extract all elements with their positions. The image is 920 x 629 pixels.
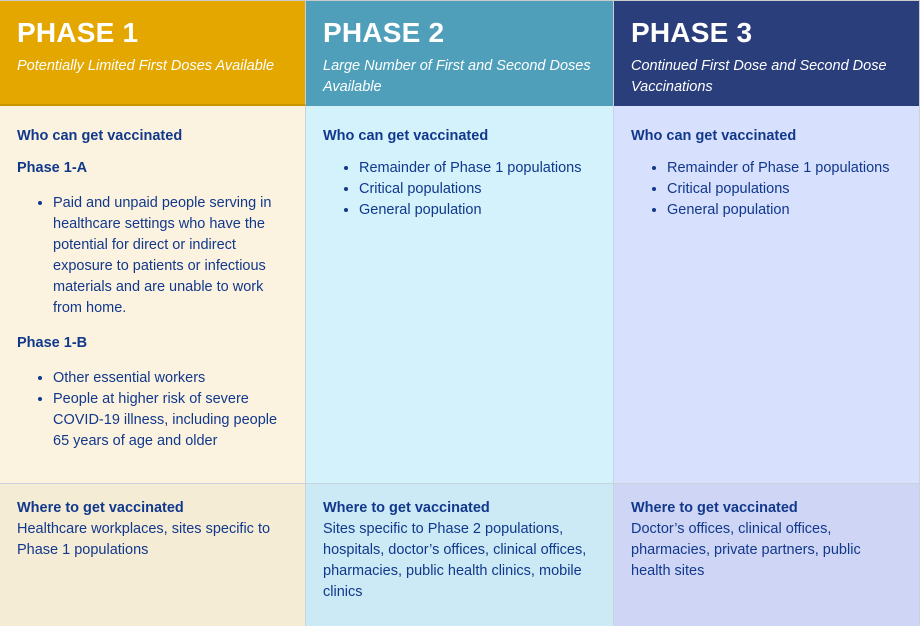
phase-title: PHASE 2 (323, 17, 445, 48)
phase-3-header: PHASE 3 Continued First Dose and Second … (614, 1, 920, 106)
phase-subtitle: Large Number of First and Second Doses A… (323, 58, 591, 95)
group-name: Phase 1-B (17, 335, 88, 351)
who-label: Who can get vaccinated (17, 128, 183, 144)
phase-3-where: Where to get vaccinated Doctor’s offices… (614, 483, 920, 626)
list-item: Critical populations (667, 179, 902, 200)
group-name: Phase 1-A (17, 160, 88, 176)
where-label: Where to get vaccinated (323, 500, 490, 516)
phase-1-header: PHASE 1 Potentially Limited First Doses … (0, 1, 306, 106)
phase-1-who: Who can get vaccinated Phase 1-A Paid an… (0, 106, 306, 483)
phase-2-who: Who can get vaccinated Remainder of Phas… (306, 106, 614, 483)
phase-3-who: Who can get vaccinated Remainder of Phas… (614, 106, 920, 483)
where-text: Sites specific to Phase 2 populations, h… (323, 521, 587, 600)
list-item: Other essential workers (53, 368, 288, 389)
list-item: Remainder of Phase 1 populations (667, 158, 902, 179)
who-label: Who can get vaccinated (631, 128, 797, 144)
phase-2-header: PHASE 2 Large Number of First and Second… (306, 1, 614, 106)
phase-1-where: Where to get vaccinated Healthcare workp… (0, 483, 306, 626)
who-list: Remainder of Phase 1 populations Critica… (323, 158, 596, 221)
phase-title: PHASE 1 (17, 17, 139, 48)
list-item: General population (359, 200, 596, 221)
where-text: Doctor’s offices, clinical offices, phar… (631, 521, 861, 579)
list-item: Remainder of Phase 1 populations (359, 158, 596, 179)
list-item: Paid and unpaid people serving in health… (53, 193, 288, 319)
who-list: Remainder of Phase 1 populations Critica… (631, 158, 902, 221)
phase-title: PHASE 3 (631, 17, 753, 48)
group-list: Other essential workers People at higher… (17, 368, 288, 452)
phase-2-where: Where to get vaccinated Sites specific t… (306, 483, 614, 626)
phase-subtitle: Potentially Limited First Doses Availabl… (17, 58, 275, 74)
list-item: General population (667, 200, 902, 221)
where-label: Where to get vaccinated (631, 500, 798, 516)
phase-subtitle: Continued First Dose and Second Dose Vac… (631, 58, 887, 95)
where-label: Where to get vaccinated (17, 500, 184, 516)
group-list: Paid and unpaid people serving in health… (17, 193, 288, 319)
where-text: Healthcare workplaces, sites specific to… (17, 521, 271, 558)
list-item: Critical populations (359, 179, 596, 200)
who-label: Who can get vaccinated (323, 128, 489, 144)
list-item: People at higher risk of severe COVID-19… (53, 389, 288, 452)
